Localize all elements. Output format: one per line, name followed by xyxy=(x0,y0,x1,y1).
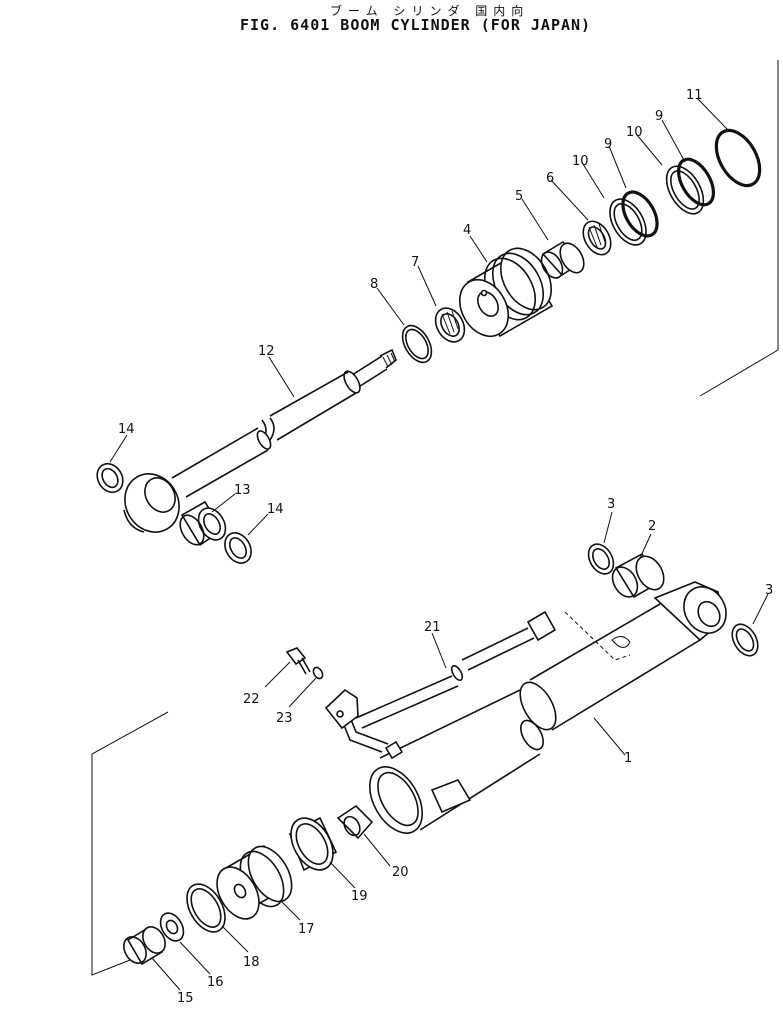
callout-19: 19 xyxy=(351,889,368,904)
callout-20: 20 xyxy=(392,865,409,880)
part-5-bushing xyxy=(540,240,585,279)
callout-7: 7 xyxy=(411,255,419,270)
callout-21: 21 xyxy=(424,620,441,635)
callout-4: 4 xyxy=(463,223,471,238)
callout-17: 17 xyxy=(298,922,315,937)
part-1-cylinder-tube xyxy=(368,581,727,834)
part-2-bushing xyxy=(611,552,665,599)
callout-13: 13 xyxy=(234,483,251,498)
japanese-title: ブーム シリンダ 国内向 xyxy=(330,4,530,18)
part-23-washer xyxy=(312,666,324,680)
part-6-bearing xyxy=(582,220,612,256)
callout-14-a: 14 xyxy=(118,422,135,437)
callout-11: 11 xyxy=(686,88,703,103)
part-20-nut xyxy=(336,804,374,840)
callout-22: 22 xyxy=(243,692,260,707)
part-9-ring-a xyxy=(621,190,659,238)
callout-12: 12 xyxy=(258,344,275,359)
callout-labels: 11 9 10 9 10 6 5 4 7 8 12 14 13 14 3 2 3… xyxy=(118,88,773,1006)
part-15-nut xyxy=(123,926,166,966)
figure-title: FIG. 6401 BOOM CYLINDER (FOR JAPAN) xyxy=(240,16,592,34)
part-18-piston-ring xyxy=(186,883,226,933)
part-14-dust-seal-b xyxy=(224,532,252,564)
callout-16: 16 xyxy=(207,975,224,990)
leader-lines xyxy=(109,97,769,991)
callout-6: 6 xyxy=(546,171,554,186)
callout-1: 1 xyxy=(624,751,632,766)
part-17-piston xyxy=(216,844,293,920)
frame-lines xyxy=(91,60,779,976)
callout-8: 8 xyxy=(370,277,378,292)
callout-10-a: 10 xyxy=(572,154,589,169)
part-19-wear-ring xyxy=(288,816,338,872)
callout-14-b: 14 xyxy=(267,502,284,517)
part-14-dust-seal-a xyxy=(96,462,124,494)
callout-3-b: 3 xyxy=(765,583,773,598)
callout-9-b: 9 xyxy=(655,109,663,124)
callout-10-b: 10 xyxy=(626,125,643,140)
part-22-bolt xyxy=(285,647,311,675)
part-9-ring-b xyxy=(676,157,716,207)
part-11-o-ring xyxy=(714,128,762,188)
callout-5: 5 xyxy=(515,189,523,204)
part-3-seal-b xyxy=(731,623,759,657)
part-4-cylinder-head xyxy=(458,247,554,338)
part-13-bushing xyxy=(179,500,227,547)
part-8-snap-ring xyxy=(401,324,433,364)
part-7-bearing xyxy=(434,307,466,343)
callout-3-a: 3 xyxy=(607,497,615,512)
part-12-piston-rod xyxy=(123,348,397,533)
callout-9-a: 9 xyxy=(604,137,612,152)
part-16-washer xyxy=(159,912,185,942)
part-21-pipe xyxy=(324,610,557,753)
callout-18: 18 xyxy=(243,955,260,970)
header: ブーム シリンダ 国内向 FIG. 6401 BOOM CYLINDER (FO… xyxy=(0,0,783,40)
callout-15: 15 xyxy=(177,991,194,1006)
callout-2: 2 xyxy=(648,519,656,534)
callout-23: 23 xyxy=(276,711,293,726)
part-3-seal-a xyxy=(587,543,615,575)
